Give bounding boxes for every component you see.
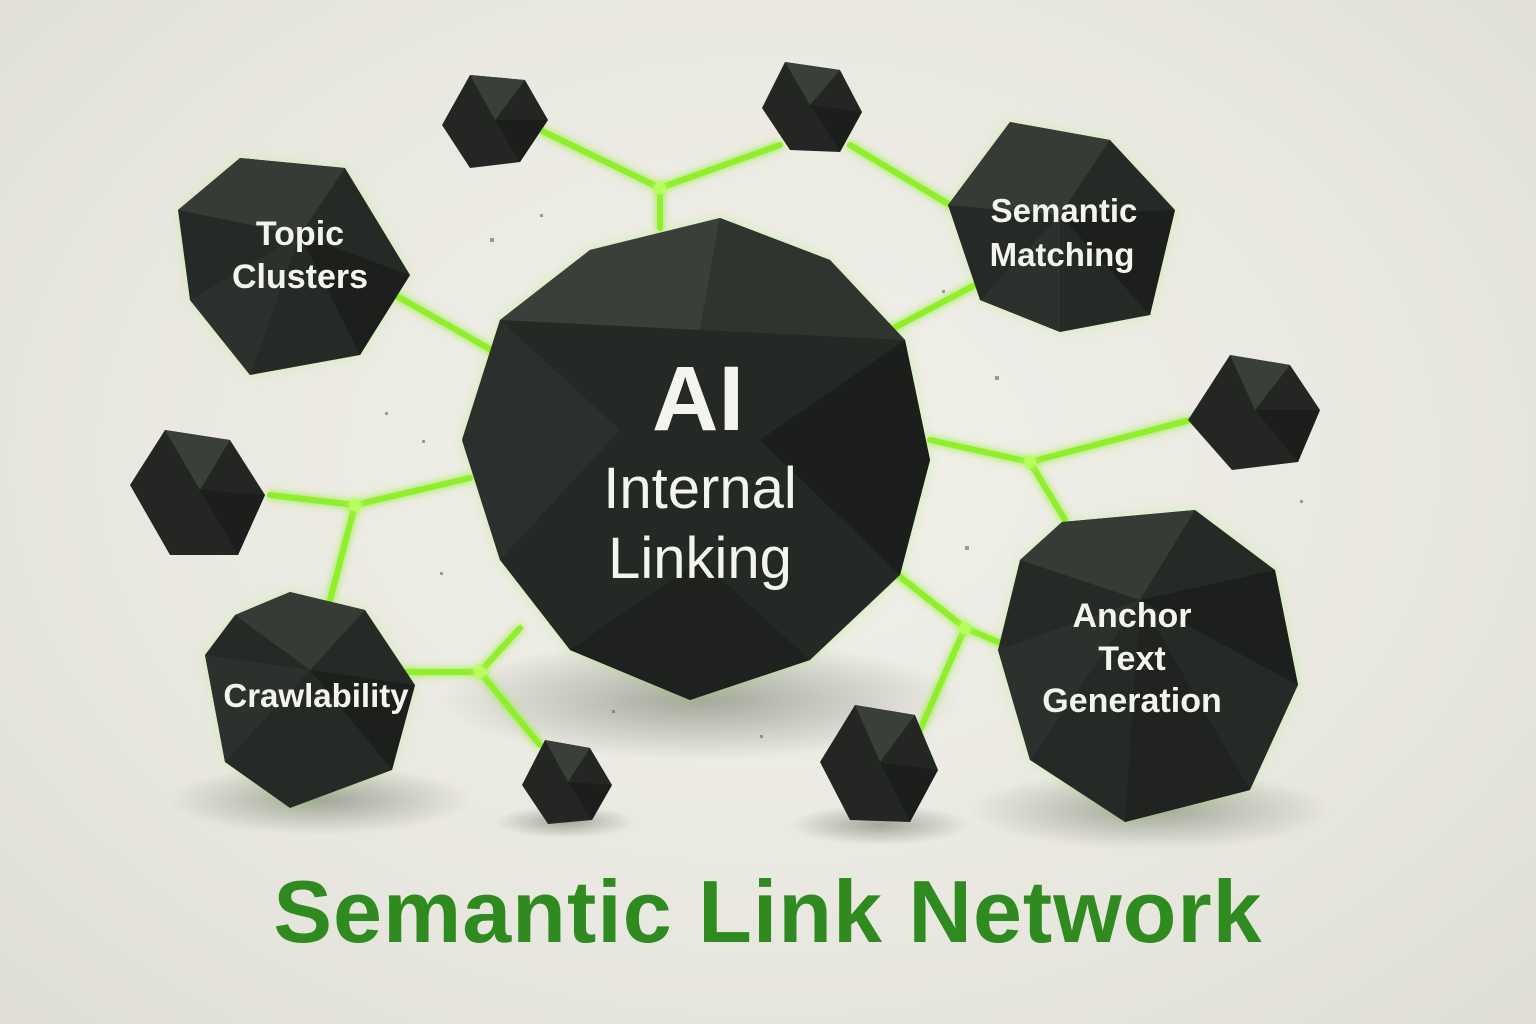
link-left-junction-down	[327, 502, 358, 603]
junction-dot-anchor	[959, 622, 971, 634]
node-anchor-text-line3: Generation	[1042, 682, 1221, 720]
node-anchor-text-line2: Text	[1098, 640, 1165, 678]
junction-dot-top	[654, 182, 666, 194]
junction-dot-right	[1024, 456, 1036, 468]
link-semantic-matching-center	[887, 282, 978, 333]
node-topic-clusters[interactable]: Topic Clusters	[178, 158, 410, 375]
link-top-junction	[537, 127, 783, 191]
center-node-line3: Linking	[608, 526, 792, 591]
link-right-junction	[927, 417, 1193, 465]
center-node-line2: Internal	[603, 456, 796, 521]
link-semantic-matching	[847, 142, 953, 208]
node-anchor-text-line1: Anchor	[1073, 597, 1192, 635]
junction-dot-left	[349, 499, 361, 511]
link-anchor-text	[882, 562, 1008, 648]
node-topic-clusters-line1: Topic	[256, 215, 344, 253]
node-semantic-matching-line2: Matching	[990, 236, 1135, 273]
small-node-bottom-center-left	[522, 740, 612, 824]
node-semantic-matching[interactable]: Semantic Matching	[948, 122, 1175, 332]
page-title: Semantic Link Network	[273, 862, 1263, 961]
small-node-top-center	[762, 62, 862, 152]
node-anchor-text-generation[interactable]: Anchor Text Generation	[998, 510, 1298, 822]
center-node-line1: AI	[652, 348, 744, 450]
small-node-left	[130, 430, 265, 555]
particles	[385, 214, 1303, 738]
small-node-bottom-center-right	[820, 705, 938, 822]
node-ai-internal-linking[interactable]: AI Internal Linking	[462, 218, 930, 700]
node-crawlability-line1: Crawlability	[223, 677, 409, 714]
link-topic-clusters	[392, 292, 503, 358]
link-junction-dots	[349, 182, 1036, 678]
node-topic-clusters-line2: Clusters	[232, 258, 368, 296]
link-anchor-text-small	[917, 625, 968, 733]
small-node-top-left	[442, 75, 548, 168]
small-node-right	[1188, 355, 1320, 470]
node-crawlability[interactable]: Crawlability	[205, 592, 415, 808]
link-crawlability-small	[477, 669, 543, 748]
junction-dot-crawl	[474, 666, 486, 678]
node-semantic-matching-line1: Semantic	[991, 192, 1138, 229]
link-left-junction	[267, 475, 473, 508]
link-right-junction-down	[1027, 459, 1068, 523]
